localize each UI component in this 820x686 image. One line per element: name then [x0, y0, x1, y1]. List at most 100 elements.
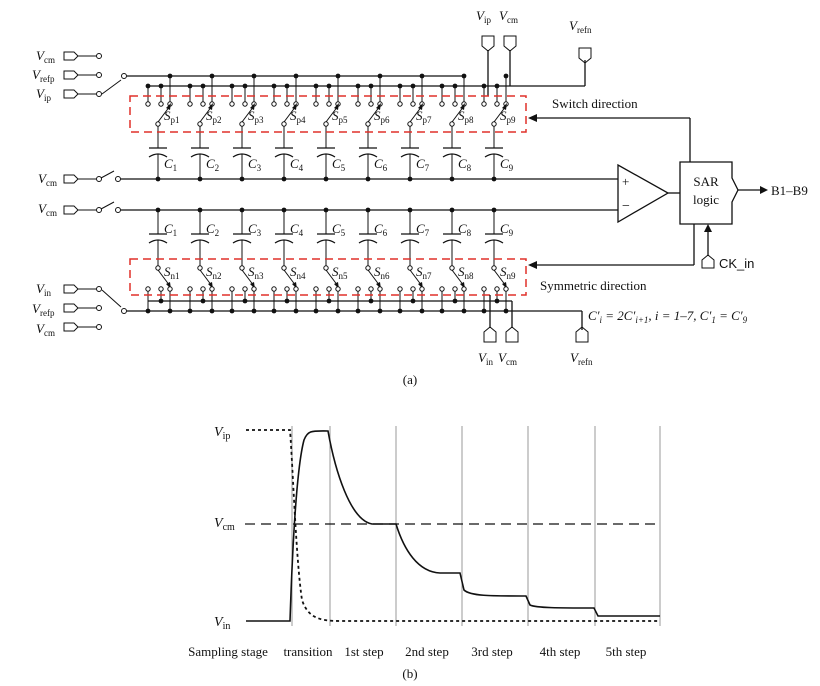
- svg-text:Vcm: Vcm: [38, 171, 57, 188]
- switch-label-sn4: Sn4: [290, 264, 306, 281]
- cap-label-bottom-3: C3: [248, 221, 262, 238]
- switch-label-sp2: Sp2: [206, 108, 222, 125]
- cap-label-bottom-5: C5: [332, 221, 346, 238]
- switch-label-sp9: Sp9: [500, 108, 516, 125]
- vcm-top-sub: cm: [44, 55, 55, 65]
- switch-label-sn3: Sn3: [248, 264, 264, 281]
- switch-label-sp4: Sp4: [290, 108, 306, 125]
- switch-label-sn5: Sn5: [332, 264, 348, 281]
- cap-label-top-1: C1: [164, 156, 177, 173]
- stage-label: 2nd step: [405, 644, 449, 659]
- bottom-bus: [127, 295, 589, 343]
- sar-logic-block: SAR logic B1–B9 CK_in: [528, 114, 808, 271]
- cap-label-top-6: C6: [374, 156, 388, 173]
- timing-chart: Vip Vcm Vin Sampling stage transition 1st …: [188, 425, 661, 659]
- svg-text:Vip: Vip: [214, 425, 230, 442]
- sar-label-2: logic: [693, 192, 719, 207]
- svg-text:Vrefp: Vrefp: [32, 301, 55, 318]
- cap-label-bottom-9: C9: [500, 221, 514, 238]
- stage-label: 4th step: [540, 644, 581, 659]
- cap-label-top-2: C2: [206, 156, 219, 173]
- svg-text:Vin: Vin: [36, 281, 51, 298]
- switch-label-sp6: Sp6: [374, 108, 390, 125]
- svg-text:Vcm: Vcm: [36, 321, 55, 338]
- switch-direction-label: Switch direction: [552, 96, 638, 111]
- vp-solid-curve: [246, 430, 660, 622]
- switch-label-sn9: Sn9: [500, 264, 516, 281]
- switch-label-sp1: Sp1: [164, 108, 180, 125]
- cap-label-bottom-4: C4: [290, 221, 304, 238]
- switch-label-sp3: Sp3: [248, 108, 264, 125]
- cap-label-top-3: C3: [248, 156, 262, 173]
- vcm-bottom-row: Vcm: [38, 201, 618, 218]
- comparator: + −: [617, 163, 680, 224]
- bottom-switch-array: C1Sn1C2Sn2C3Sn3C4Sn4C5Sn5C6Sn6C7Sn7C8Sn8…: [145, 207, 516, 314]
- switch-label-sn8: Sn8: [458, 264, 474, 281]
- svg-text:Vrefn: Vrefn: [570, 350, 593, 367]
- cap-label-top-8: C8: [458, 156, 472, 173]
- svg-text:Vcm: Vcm: [214, 516, 235, 533]
- caption-a: (a): [403, 372, 417, 387]
- vn-dotted-curve: [246, 429, 660, 622]
- switch-label-sn1: Sn1: [164, 264, 180, 281]
- output-label: B1–B9: [771, 183, 808, 198]
- cap-label-bottom-2: C2: [206, 221, 219, 238]
- symmetric-direction-label: Symmetric direction: [540, 278, 647, 293]
- cap-label-top-4: C4: [290, 156, 304, 173]
- stage-label: 5th step: [606, 644, 647, 659]
- bottom-left-inputs: Vin Vrefp Vcm: [32, 281, 127, 338]
- svg-text:Vrefp: Vrefp: [32, 67, 55, 84]
- stage-label: Sampling stage: [188, 644, 268, 659]
- svg-text:Vin: Vin: [478, 350, 493, 367]
- cap-label-bottom-8: C8: [458, 221, 472, 238]
- cap-label-top-7: C7: [416, 156, 430, 173]
- svg-text:Vrefn: Vrefn: [569, 18, 592, 35]
- switch-label-sn7: Sn7: [416, 264, 432, 281]
- switch-label-sn2: Sn2: [206, 264, 222, 281]
- svg-text:Vcm: Vcm: [499, 8, 518, 25]
- svg-text:Vcm: Vcm: [38, 201, 57, 218]
- switch-label-sp5: Sp5: [332, 108, 348, 125]
- svg-text:Vin: Vin: [214, 615, 230, 632]
- top-switch-array: Sp1C1Sp2C2Sp3C3Sp4C4Sp5C5Sp6C6Sp7C7Sp8C8…: [145, 73, 516, 182]
- vcm-top-row: Vcm: [38, 170, 618, 188]
- caption-b: (b): [402, 666, 417, 681]
- cap-label-top-9: C9: [500, 156, 514, 173]
- switch-label-sp8: Sp8: [458, 108, 474, 125]
- stage-label: transition: [283, 644, 333, 659]
- clock-label: CK_in: [719, 256, 754, 271]
- top-left-inputs: Vcm Vrefp Vip: [32, 48, 127, 103]
- comparator-plus-label: +: [622, 174, 629, 189]
- switch-label-sp7: Sp7: [416, 108, 432, 125]
- bottom-switch-box: [129, 258, 527, 296]
- sar-label-1: SAR: [693, 174, 719, 189]
- cap-label-bottom-1: C1: [164, 221, 177, 238]
- comparator-minus-label: −: [622, 199, 630, 214]
- stage-label: 1st step: [344, 644, 383, 659]
- cap-label-bottom-7: C7: [416, 221, 430, 238]
- svg-text:Vip: Vip: [476, 8, 491, 25]
- cap-label-bottom-6: C6: [374, 221, 388, 238]
- svg-text:Vcm: Vcm: [498, 350, 517, 367]
- top-switch-box: [129, 95, 527, 133]
- svg-text:Vip: Vip: [36, 86, 51, 103]
- switch-label-sn6: Sn6: [374, 264, 390, 281]
